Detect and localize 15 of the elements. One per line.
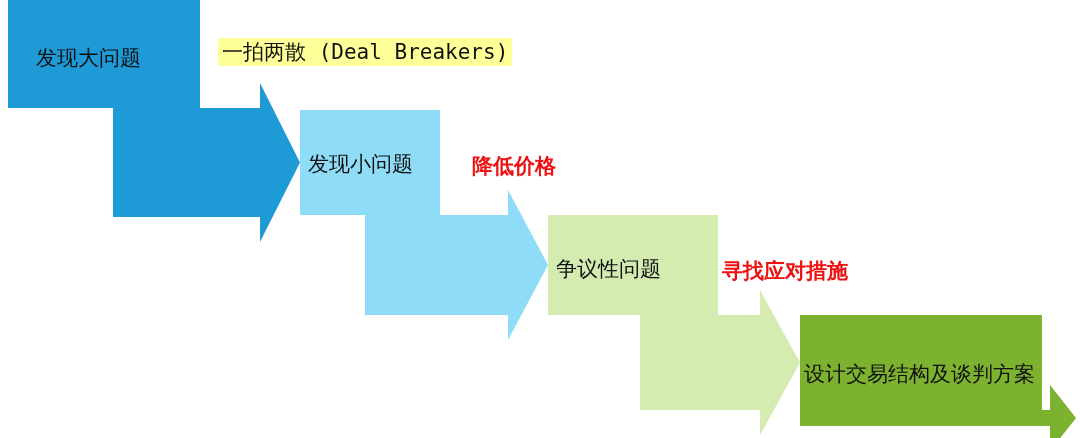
outcome-label: 寻找应对措施	[722, 258, 848, 285]
step-box	[8, 0, 200, 108]
step-label: 设计交易结构及谈判方案	[804, 361, 1035, 388]
step-label: 争议性问题	[556, 256, 661, 283]
outcome-label: 降低价格	[472, 153, 556, 180]
step-box	[300, 110, 440, 215]
step-box	[800, 315, 1042, 410]
bent-arrow	[640, 290, 800, 435]
outcome-label: 一拍两散 (Deal Breakers)	[218, 38, 513, 66]
step-label: 发现小问题	[308, 151, 413, 178]
bent-arrow	[365, 190, 548, 340]
bent-arrow	[113, 83, 300, 242]
step-box	[548, 215, 718, 315]
step-label: 发现大问题	[36, 45, 141, 72]
bent-arrow	[800, 385, 1076, 438]
